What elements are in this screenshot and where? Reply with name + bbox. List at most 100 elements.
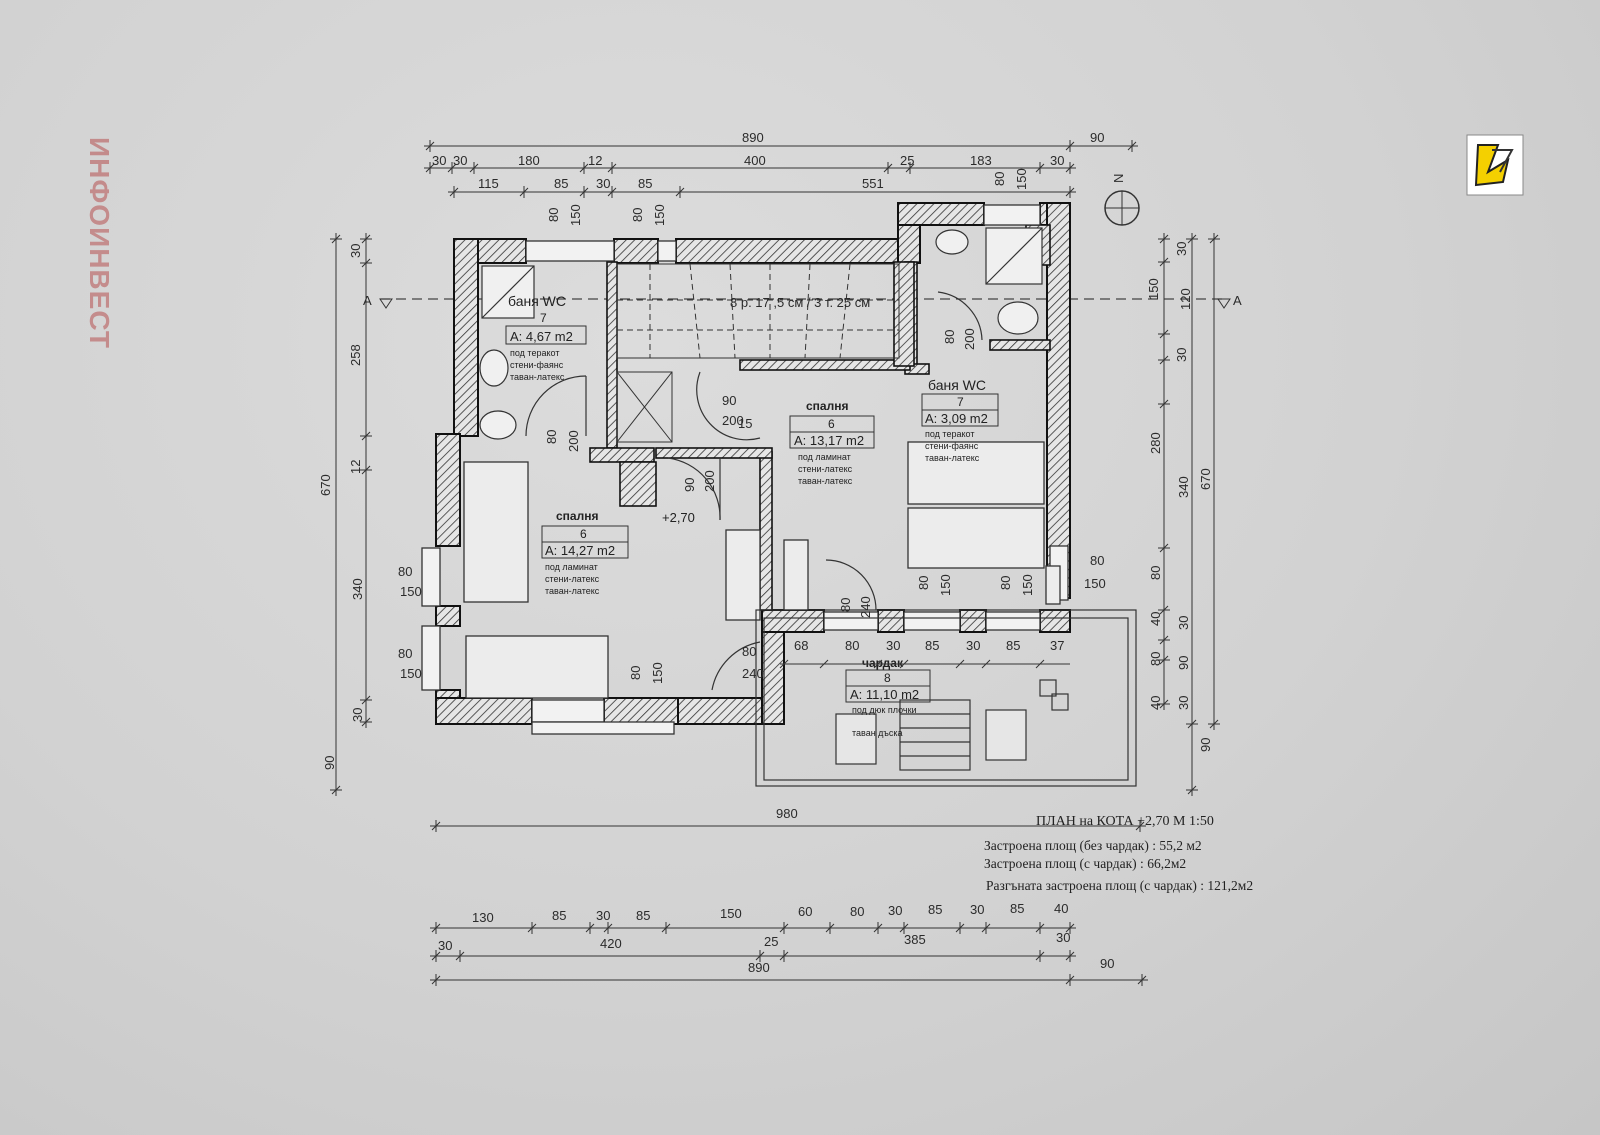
dim-text: 80 — [544, 430, 559, 444]
dim-text: 30 — [1050, 153, 1064, 168]
interior-walls — [589, 224, 1051, 611]
area-value: 55,2 м2 — [1159, 838, 1202, 853]
dim-text: 150 — [1084, 576, 1106, 591]
dim-text: 670 — [318, 474, 333, 496]
dim-text: 420 — [600, 936, 622, 951]
dim-text: 200 — [962, 328, 977, 350]
dim-text: 150 — [400, 584, 422, 599]
dim-text: 150 — [1146, 278, 1161, 300]
dim-text: 15 — [738, 416, 752, 431]
bathroom-1-fixtures — [479, 265, 535, 440]
dim-text: 90 — [722, 393, 736, 408]
dimension-line — [779, 659, 789, 669]
dim-text: 85 — [552, 908, 566, 923]
dim-text: 30 — [1056, 930, 1070, 945]
room-number: 6 — [828, 417, 835, 431]
dim-text: 80 — [992, 172, 1007, 186]
dim-text: 25 — [764, 934, 778, 949]
dim-text: 150 — [568, 204, 583, 226]
dim-text: 240 — [742, 666, 764, 681]
dim-text: 30 — [966, 638, 980, 653]
plan-notes: ПЛАН на КОТА +2,70 М 1:50 Застроена площ… — [984, 814, 1344, 894]
section-mark-right: A — [1233, 293, 1242, 308]
furniture — [463, 441, 1061, 699]
area-row: Застроена площ (с чардак) : 66,2м2 — [984, 856, 1186, 872]
room-note: стени-фаянс — [925, 441, 979, 451]
dim-text: 30 — [348, 244, 363, 258]
dim-text: 258 — [348, 344, 363, 366]
dim-text: 980 — [776, 806, 798, 821]
dimension-line — [981, 659, 991, 669]
room-note: таван-латекс — [545, 586, 600, 596]
room-number: 7 — [957, 395, 964, 409]
dim-text: 85 — [636, 908, 650, 923]
dimension-lines — [330, 140, 1220, 986]
room-note: стени-латекс — [545, 574, 600, 584]
dim-text: 150 — [1020, 574, 1035, 596]
dim-text: 85 — [928, 902, 942, 917]
left-dimensions: 670 90 30 258 12 340 30 80 150 80 150 — [318, 244, 422, 770]
exterior-walls — [435, 202, 1071, 725]
dim-text: 80 — [942, 330, 957, 344]
balcony-dimensions: 68 80 30 85 30 85 37 — [794, 638, 1064, 653]
room-note: тавaн-латекс — [510, 372, 565, 382]
dim-text: 90 — [1090, 130, 1104, 145]
dim-text: 385 — [904, 932, 926, 947]
dim-text: 37 — [1050, 638, 1064, 653]
windows — [421, 204, 1069, 735]
dim-text: 40 — [1054, 901, 1068, 916]
room-number: 8 — [884, 671, 891, 685]
dim-text: 80 — [398, 564, 412, 579]
dim-text: 90 — [322, 756, 337, 770]
dim-text: 30 — [888, 903, 902, 918]
stairs-note: 8 р. 17 ,5 см / 3 т. 25 см — [730, 295, 870, 310]
room-name: баня WC — [928, 377, 986, 393]
top-dimensions: 890 90 30 30 180 12 400 25 183 30 115 85… — [432, 130, 1104, 226]
section-line — [379, 298, 1231, 309]
dim-text: 90 — [1176, 656, 1191, 670]
room-note: под теракот — [510, 348, 559, 358]
room-note: под ламинат — [798, 452, 851, 462]
dim-text: 30 — [453, 153, 467, 168]
right-dimensions: 670 30 120 150 30 280 340 80 40 30 80 90… — [1146, 242, 1213, 752]
dim-text: 130 — [472, 910, 494, 925]
room-area: A: 4,67 m2 — [510, 329, 573, 344]
dim-text: 30 — [350, 708, 365, 722]
room-bedroom-1: спалня 6 A: 13,17 m2 под ламинат стени-л… — [789, 399, 875, 486]
room-note: под ламинат — [545, 562, 598, 572]
dim-text: 25 — [900, 153, 914, 168]
dim-text: 150 — [720, 906, 742, 921]
dim-text: 12 — [588, 153, 602, 168]
dim-text: 30 — [886, 638, 900, 653]
dim-text: 90 — [1198, 738, 1213, 752]
dim-text: 150 — [938, 574, 953, 596]
dim-text: 80 — [838, 598, 853, 612]
dim-text: 85 — [638, 176, 652, 191]
room-bathroom-1: баня WC 7 A: 4,67 m2 под теракот стени-ф… — [505, 293, 587, 382]
dimension-line — [873, 659, 883, 669]
room-note: стени-латекс — [798, 464, 853, 474]
dim-text: 30 — [1176, 616, 1191, 630]
dimension-line — [899, 659, 909, 669]
dim-text: 150 — [1014, 168, 1029, 190]
dim-text: 80 — [398, 646, 412, 661]
dim-text: 200 — [722, 413, 744, 428]
dim-text: 12 — [348, 460, 363, 474]
area-row: Застроена площ (без чардак) : 55,2 м2 — [984, 838, 1202, 854]
dim-text: 240 — [858, 596, 873, 618]
dim-text: 340 — [350, 578, 365, 600]
room-number: 6 — [580, 527, 587, 541]
level-mark: +2,70 — [662, 510, 695, 525]
plan-title: ПЛАН на КОТА +2,70 М 1:50 — [1036, 814, 1214, 829]
dimension-line — [819, 659, 829, 669]
dim-text: 68 — [794, 638, 808, 653]
dim-text: 30 — [1176, 696, 1191, 710]
dim-text: 85 — [925, 638, 939, 653]
room-note: под дюк плочки — [852, 705, 917, 715]
dim-text: 85 — [1010, 901, 1024, 916]
dim-text: 80 — [1148, 566, 1163, 580]
room-number: 7 — [540, 311, 547, 325]
dim-text: 30 — [596, 176, 610, 191]
dim-text: 30 — [1174, 348, 1189, 362]
room-note: под теракот — [925, 429, 974, 439]
